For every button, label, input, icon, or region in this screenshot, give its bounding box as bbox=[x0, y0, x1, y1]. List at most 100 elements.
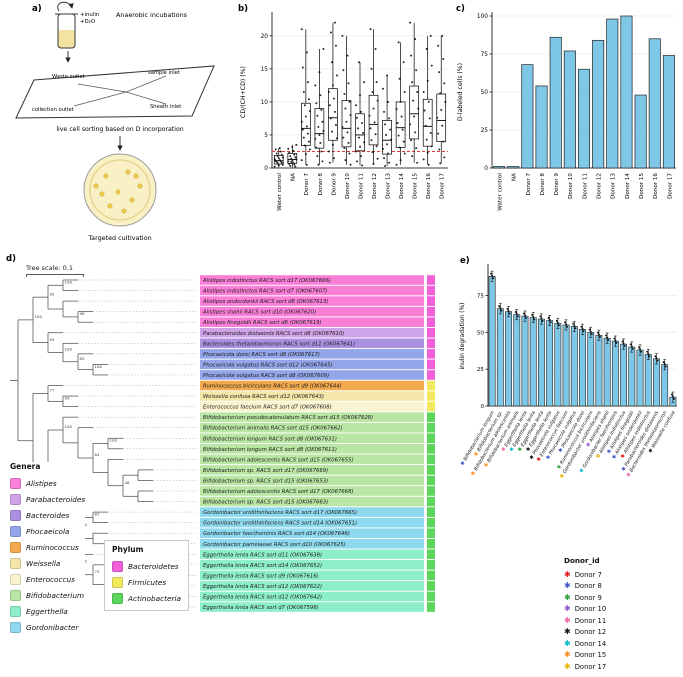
phylum-strip bbox=[427, 285, 435, 296]
phylum-strip bbox=[427, 370, 435, 380]
replicate-point bbox=[492, 277, 495, 280]
donor-legend-item: ✱Donor 11 bbox=[564, 615, 606, 627]
donor-legend-item: ✱Donor 17 bbox=[564, 661, 606, 673]
taxon-highlight bbox=[200, 349, 424, 359]
bootstrap-value: 92 bbox=[50, 291, 55, 296]
data-point bbox=[383, 110, 386, 113]
data-point bbox=[414, 38, 417, 41]
replicate-point bbox=[500, 309, 503, 312]
donor-star-icon: ✱ bbox=[545, 454, 553, 461]
taxon-label: Bifidobacterium adolescentis RACS sort d… bbox=[203, 457, 354, 463]
data-point bbox=[423, 109, 426, 112]
donor-star-icon: ✱ bbox=[557, 447, 565, 454]
genus-name: Bacteroides bbox=[26, 510, 70, 520]
replicate-point bbox=[654, 355, 657, 358]
y-tick-label: 0 bbox=[484, 166, 488, 172]
replicate-point bbox=[607, 338, 610, 341]
bar bbox=[521, 64, 534, 169]
genera-legend-item: Eggerthella bbox=[10, 603, 85, 619]
data-point bbox=[443, 156, 446, 159]
data-point bbox=[343, 92, 346, 95]
phylum-strip bbox=[427, 549, 435, 560]
data-point bbox=[357, 61, 360, 64]
donor-star-icon: ✱ bbox=[459, 460, 467, 467]
taxon-label: Bacteroides thetaiotaomicron RACS sort d… bbox=[203, 341, 355, 347]
data-point bbox=[322, 48, 325, 51]
data-point bbox=[321, 160, 324, 163]
data-point bbox=[386, 143, 389, 146]
data-point bbox=[400, 115, 403, 118]
data-point bbox=[316, 155, 319, 158]
data-point bbox=[398, 146, 401, 149]
data-point bbox=[409, 21, 412, 24]
data-point bbox=[346, 131, 349, 134]
taxon-label: Gordonibacter faecihominis RACS sort d14… bbox=[203, 531, 350, 537]
taxon-highlight bbox=[200, 412, 424, 422]
y-tick-label: 0 bbox=[264, 166, 268, 172]
genus-color-swatch bbox=[10, 477, 21, 489]
donor-star-icon: ✱ bbox=[529, 454, 537, 461]
data-point bbox=[369, 28, 372, 31]
donor-legend-item: ✱Donor 9 bbox=[564, 592, 606, 604]
replicate-point bbox=[547, 316, 550, 319]
data-point bbox=[387, 152, 390, 155]
data-point bbox=[279, 150, 282, 153]
data-point bbox=[291, 145, 294, 148]
replicate-point bbox=[564, 321, 567, 324]
bootstrap-value: 94 bbox=[50, 337, 55, 342]
taxon-highlight bbox=[200, 570, 424, 581]
data-point bbox=[429, 34, 432, 37]
taxon-highlight bbox=[200, 327, 424, 338]
taxon-label: Ruminococcus bicirculans RACS sort d9 (O… bbox=[203, 384, 342, 390]
data-point bbox=[332, 97, 335, 100]
genus-name: Bifidobacterium bbox=[26, 590, 85, 600]
genera-legend-item: Alistipes bbox=[10, 475, 85, 491]
taxon-label: Bifidobacterium adolescentis RACS sort d… bbox=[203, 489, 354, 495]
x-tick-label: Donor 10 bbox=[345, 173, 351, 199]
data-point bbox=[327, 150, 330, 153]
phylum-strip bbox=[427, 496, 435, 507]
data-point bbox=[442, 57, 445, 60]
phylum-strip bbox=[427, 296, 435, 306]
data-point bbox=[305, 163, 308, 166]
x-tick-label: Donor 14 bbox=[399, 173, 405, 199]
data-point bbox=[370, 139, 373, 142]
taxon-highlight bbox=[200, 422, 424, 433]
data-point bbox=[430, 64, 433, 67]
data-point bbox=[427, 163, 430, 166]
panel-label-e: e) bbox=[460, 256, 470, 266]
bar bbox=[620, 343, 628, 407]
taxon-highlight bbox=[200, 560, 424, 570]
data-point bbox=[360, 155, 363, 158]
data-point bbox=[288, 151, 291, 154]
donor-star-icon: ✱ bbox=[585, 441, 593, 448]
taxon-highlight bbox=[200, 433, 424, 444]
data-point bbox=[294, 165, 297, 168]
data-point bbox=[344, 107, 347, 110]
data-point bbox=[277, 164, 280, 167]
data-point bbox=[371, 151, 374, 154]
genus-color-swatch bbox=[10, 621, 21, 633]
box bbox=[341, 100, 352, 148]
data-point bbox=[436, 116, 439, 119]
channel-line bbox=[77, 83, 127, 93]
data-point bbox=[356, 127, 359, 130]
taxon-highlight bbox=[200, 391, 424, 401]
taxon-highlight bbox=[200, 538, 424, 549]
genus-name: Alistipes bbox=[26, 478, 57, 488]
cultivation-caption: Targeted cultivation bbox=[87, 234, 151, 242]
phylum-strip bbox=[427, 591, 435, 602]
y-tick-label: 75 bbox=[481, 52, 489, 58]
replicate-point bbox=[663, 363, 666, 366]
bar bbox=[661, 364, 669, 407]
phylum-strip bbox=[427, 444, 435, 454]
phylum-legend-item: Firmicutes bbox=[112, 574, 181, 590]
petri-dish-ring bbox=[89, 159, 151, 221]
data-point bbox=[354, 104, 357, 107]
data-point bbox=[402, 140, 405, 143]
data-point bbox=[427, 100, 430, 103]
taxon-highlight bbox=[200, 517, 424, 528]
donor-name: Donor 11 bbox=[574, 616, 607, 625]
bootstrap-value: 64 bbox=[95, 452, 100, 457]
x-tick-label: Donor 11 bbox=[582, 173, 588, 199]
